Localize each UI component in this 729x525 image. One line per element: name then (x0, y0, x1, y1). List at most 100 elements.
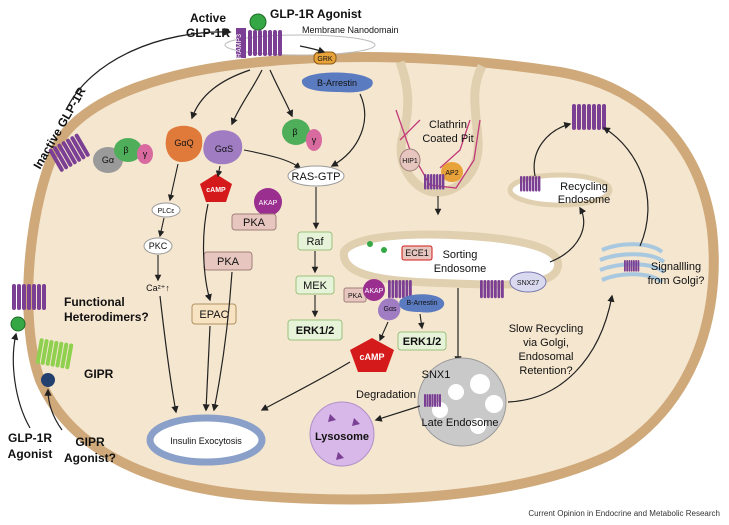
lysosome-fragment-1 (328, 414, 336, 422)
gipr-label: GIPR (84, 367, 114, 381)
arrow-ca-insulin (159, 295, 179, 414)
grk-label: GRK (317, 56, 333, 63)
active-glp1r-label-line1: Active (190, 11, 226, 25)
arrow-plce-pkc (157, 217, 165, 238)
b-arrestin-top-label: B-Arrestin (317, 78, 357, 88)
snx27-label: SNX27 (517, 280, 539, 287)
golgi-4 (601, 272, 664, 284)
akap-top (254, 188, 282, 216)
g-beta-active (282, 119, 310, 145)
late-receptor (424, 394, 441, 407)
raf-label: Raf (306, 236, 324, 248)
functional-heterodimers-line1: Functional (64, 295, 125, 309)
gipr-agonist-line1: GIPR (75, 435, 105, 449)
slow-recycling-label-line2: via Golgi, (523, 337, 569, 349)
activation-arrow (65, 27, 232, 111)
sorting-receptor-2 (480, 280, 504, 299)
epac-box (191, 303, 237, 325)
pkc-label: PKC (149, 241, 168, 251)
arrow-arrestin-erk (417, 313, 425, 330)
camp-bottom-label: cAMP (359, 352, 384, 362)
signalling-label-line2: from Golgi? (648, 275, 705, 287)
lysosome (309, 401, 375, 467)
glp1r-agonist-top-label: GLP-1R Agonist (270, 7, 362, 21)
signalling-label-line1: Signallling (651, 261, 701, 273)
gaq-label: GαQ (174, 138, 193, 148)
ece1-dot-2 (381, 247, 387, 253)
gipr-agonist-line2: Agonist? (64, 451, 116, 465)
lysosome-fragment-2 (352, 418, 360, 426)
ramp3-label: RAMP3 (236, 34, 243, 58)
glp1r-agonist-bottom-line2: Agonist (8, 447, 53, 461)
arrow-gas-camp (215, 165, 223, 178)
camp-top-label: cAMP (206, 187, 226, 194)
arrow-pka-insulin (211, 271, 233, 412)
late-vesicle-3 (448, 384, 464, 400)
footer-credit: Current Opinion in Endocrine and Metabol… (528, 509, 720, 518)
g-gamma-inactive (137, 144, 153, 164)
camp-bottom (350, 338, 394, 372)
gas-endo-label: Gαs (384, 306, 397, 313)
glp1r-agonist-bottom-line1: GLP-1R (8, 431, 52, 445)
arrow-agonist-to-gipr (44, 388, 63, 431)
arrow-late-to-golgi (507, 294, 615, 403)
mek-label: MEK (303, 280, 328, 292)
recycling-label-line1: Recycling (560, 181, 608, 193)
arrow-to-gaq (190, 69, 251, 120)
heterodimer-glp1r (12, 284, 46, 310)
slow-recycling-label-line4: Retention? (519, 365, 572, 377)
ece1-box (401, 245, 433, 261)
lysosome-fragment-3 (336, 452, 344, 460)
akap-endo-label: AKAP (365, 288, 384, 295)
late-vesicle-5 (470, 418, 486, 434)
erk-left-label: ERK1/2 (296, 325, 335, 337)
snx27-protein (509, 271, 547, 293)
arrow-gas-camp-endo (379, 321, 389, 342)
pit-receptor (424, 174, 445, 190)
arrow-recycling-membrane (533, 122, 572, 177)
erk-left-box (287, 319, 343, 341)
g-beta-inactive-label: β (123, 145, 128, 155)
ap2-label: AP2 (445, 170, 458, 177)
snx1-label: SNX1 (422, 369, 451, 381)
akap-endo (363, 279, 385, 301)
recycled-receptor (572, 104, 606, 130)
pka-top (231, 213, 277, 231)
sorting-receptor-1 (388, 280, 412, 299)
sorting-label-line2: Endosome (434, 263, 487, 275)
gas-endo (378, 298, 401, 321)
lysosome-label: Lysosome (315, 431, 369, 443)
arrow-golgi-membrane (602, 127, 649, 247)
camp-top (200, 174, 232, 202)
clathrin-pit (395, 60, 487, 197)
arrow-gas-ras (243, 149, 302, 169)
late-vesicle-2 (485, 395, 503, 413)
b-arrestin-endo-label: B-Arrestin (406, 300, 437, 307)
arrow-epac-insulin (202, 325, 211, 412)
gas-label: GαS (215, 144, 233, 154)
insulin-exocytosis-label: Insulin Exocytosis (170, 436, 242, 446)
pka-endo-label: PKA (348, 293, 362, 300)
erk-right-box (397, 331, 447, 351)
arrow-camp-insulin (260, 361, 351, 411)
ras-gtp-label: RAS-GTP (292, 171, 341, 183)
recycling-label-line2: Endosome (558, 194, 611, 206)
golgi-1 (601, 242, 664, 254)
slow-recycling-label-line3: Endosomal (518, 351, 573, 363)
b-arrestin-top (301, 72, 373, 93)
recycling-receptor (520, 176, 541, 192)
ap2-protein (441, 162, 463, 182)
calcium-label: Ca²⁺↑ (146, 283, 170, 293)
recycling-endosome (507, 172, 613, 208)
b-arrestin-endo (399, 294, 445, 313)
arrow-camp-epac (202, 203, 212, 302)
sorting-label-line1: Sorting (443, 249, 478, 261)
arrow-late-lysosome (374, 405, 421, 422)
ras-gtp-node (287, 165, 345, 187)
hip1-label: HIP1 (402, 158, 418, 165)
pka-mid-label: PKA (217, 256, 240, 268)
membrane-nanodomain (224, 34, 376, 56)
erk-right-label: ERK1/2 (403, 336, 442, 348)
arrow-to-gbg (269, 69, 294, 118)
functional-heterodimers-line2: Heterodimers? (64, 310, 149, 324)
